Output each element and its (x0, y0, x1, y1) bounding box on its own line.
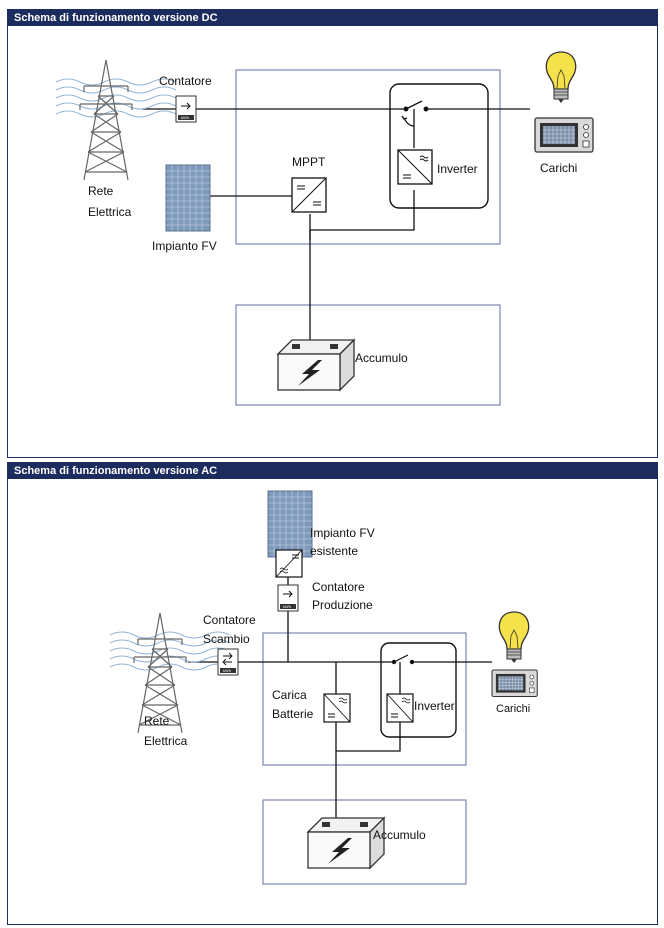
ac-grid-tower-icon (109, 612, 231, 734)
ac-battery-icon (307, 817, 385, 869)
ac-panel-title: Schema di funzionamento versione AC (8, 463, 657, 479)
ac-pv-label-1: Impianto FV (310, 526, 375, 540)
ac-system-box (262, 632, 467, 766)
dc-storage-label: Accumulo (355, 351, 408, 365)
ac-exch-meter-unit: kWh (223, 668, 231, 673)
dc-diagram: Rete Elettrica kWh Contatore Impianto FV… (55, 51, 594, 406)
ac-exch-meter-label-2: Scambio (203, 632, 250, 646)
dc-pv-panel-icon (165, 164, 211, 232)
dc-meter-unit: kWh (181, 115, 189, 120)
dc-bulb-icon (545, 51, 577, 104)
dc-wiring (142, 108, 530, 340)
dc-battery-icon (277, 339, 355, 391)
ac-grid-label-1: Rete (144, 714, 170, 728)
ac-storage-label: Accumulo (373, 828, 426, 842)
dc-inverter-label: Inverter (437, 162, 478, 176)
ac-grid-label-2: Elettrica (144, 734, 188, 748)
dc-mppt-label: MPPT (292, 155, 326, 169)
ac-exchange-meter-icon (217, 648, 239, 676)
ac-production-meter-icon (277, 584, 299, 612)
ac-battery-charger-icon (323, 693, 351, 723)
ac-switch-icon (391, 654, 415, 665)
dc-loads-label: Carichi (540, 161, 577, 175)
ac-pv-panel-icon (267, 490, 313, 558)
ac-diagram-panel: Schema di funzionamento versione AC Impi… (7, 462, 658, 925)
dc-storage-box (235, 304, 501, 406)
dc-switch-icon (401, 100, 429, 127)
dc-inverter-icon (397, 149, 433, 185)
dc-inverter-box (389, 83, 489, 209)
ac-wiring (188, 577, 492, 829)
ac-exch-meter-label-1: Contatore (203, 613, 256, 627)
dc-microwave-icon (534, 117, 594, 153)
dc-panel-title: Schema di funzionamento versione DC (8, 10, 657, 26)
dc-system-box (235, 69, 501, 245)
ac-loads-label: Carichi (496, 703, 530, 715)
ac-inverter-icon (386, 693, 414, 723)
dc-grid-label-2: Elettrica (88, 205, 132, 219)
ac-pv-inverter-icon (275, 549, 303, 578)
dc-grid-tower-icon (55, 59, 177, 181)
ac-charger-label-1: Carica (272, 688, 307, 702)
dc-mppt-icon (291, 177, 327, 213)
dc-meter-label: Contatore (159, 74, 212, 88)
dc-pv-label: Impianto FV (152, 239, 217, 253)
ac-storage-box (262, 799, 467, 885)
ac-prod-meter-label-1: Contatore (312, 580, 365, 594)
dc-meter-icon (175, 95, 197, 123)
ac-microwave-icon (491, 669, 538, 698)
ac-bulb-icon (498, 611, 530, 664)
ac-prod-meter-unit: kWh (283, 604, 291, 609)
ac-inverter-box (380, 642, 457, 738)
dc-grid-label-1: Rete (88, 184, 114, 198)
dc-diagram-panel: Schema di funzionamento versione DC Rete… (7, 9, 658, 458)
ac-pv-label-2: esistente (310, 544, 358, 558)
ac-diagram: Impianto FV esistente kWh Contatore Prod… (109, 490, 538, 885)
ac-inverter-label: Inverter (414, 699, 455, 713)
ac-prod-meter-label-2: Produzione (312, 598, 373, 612)
ac-charger-label-2: Batterie (272, 707, 314, 721)
